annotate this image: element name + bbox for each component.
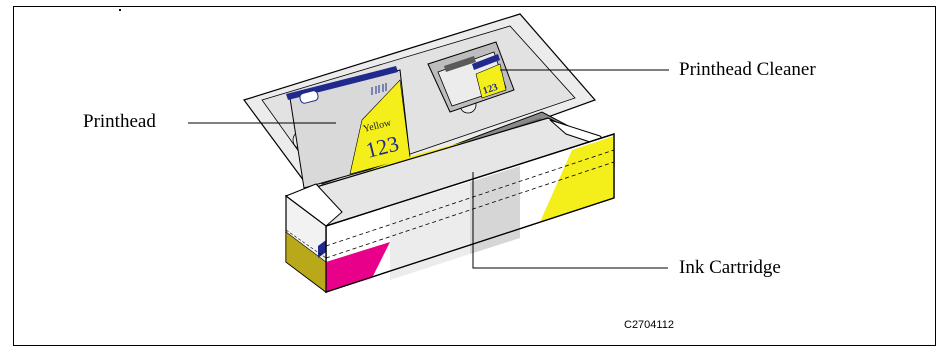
figure-code: C2704112: [624, 320, 674, 331]
printhead-cleaner-callout: Printhead Cleaner: [679, 60, 816, 79]
stray-mark: [119, 9, 121, 11]
printhead-callout: Printhead: [83, 112, 156, 131]
ink-cartridge-callout: Ink Cartridge: [679, 258, 781, 277]
